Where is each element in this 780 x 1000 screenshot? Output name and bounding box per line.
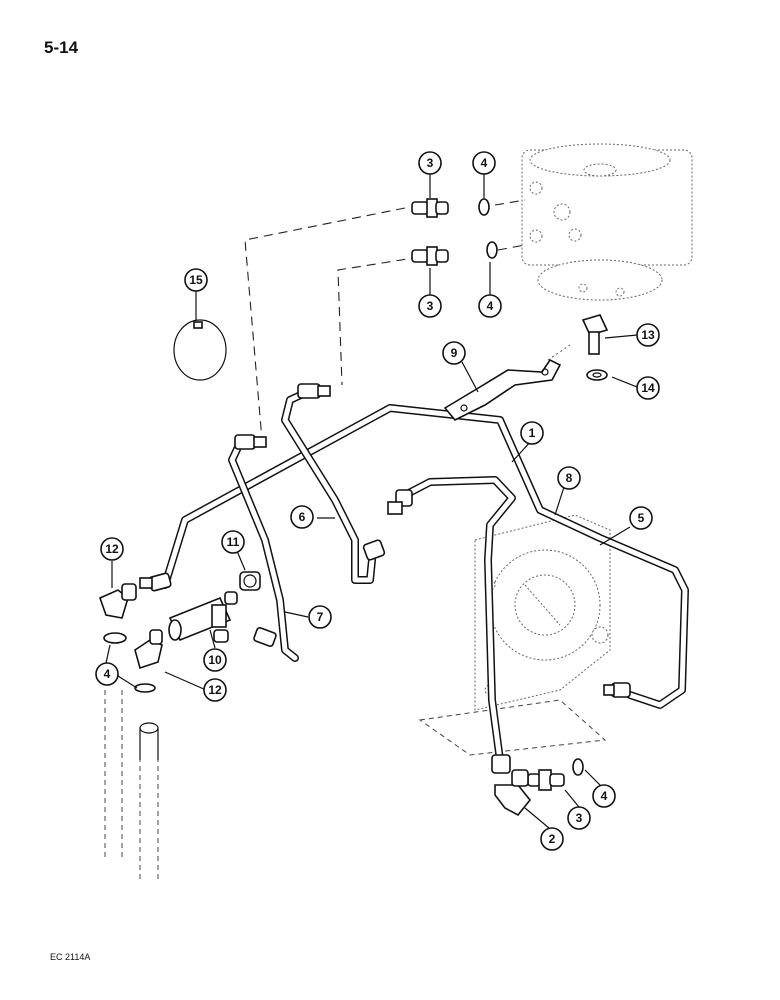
bolt-13 bbox=[581, 314, 609, 355]
callout-15-label: 15 bbox=[189, 273, 203, 287]
callout-5: 5 bbox=[629, 506, 653, 530]
callout-6: 6 bbox=[290, 505, 314, 529]
callout-9-label: 9 bbox=[451, 346, 458, 360]
callout-13-label: 13 bbox=[641, 328, 655, 342]
callout-1-label: 1 bbox=[529, 426, 536, 440]
callout-8: 8 bbox=[557, 466, 581, 490]
pipe-5 bbox=[161, 404, 689, 709]
callout-3-top: 3 bbox=[418, 151, 442, 175]
adapter-fittings bbox=[411, 198, 584, 791]
clamp-15 bbox=[173, 319, 227, 381]
tee-fitting-10 bbox=[168, 591, 238, 643]
callout-2-label: 2 bbox=[549, 832, 556, 846]
callout-4-bottom-label: 4 bbox=[601, 789, 608, 803]
callout-3-bottom: 3 bbox=[567, 806, 591, 830]
callout-7-label: 7 bbox=[317, 610, 324, 624]
callout-12-upper-label: 12 bbox=[105, 542, 119, 556]
callout-11: 11 bbox=[221, 530, 245, 554]
washer-14 bbox=[586, 369, 608, 381]
callout-4-top-label: 4 bbox=[481, 156, 488, 170]
callout-3-middle-label: 3 bbox=[427, 299, 434, 313]
callout-15: 15 bbox=[184, 268, 208, 292]
pipe-1 bbox=[401, 476, 516, 764]
callout-4-middle: 4 bbox=[478, 294, 502, 318]
figure-code: EC 2114A bbox=[50, 952, 91, 962]
elbow-2 bbox=[494, 769, 532, 817]
callout-3-top-label: 3 bbox=[427, 156, 434, 170]
hose-section bbox=[139, 722, 159, 880]
callout-12-upper: 12 bbox=[100, 537, 124, 561]
callout-14-label: 14 bbox=[641, 381, 655, 395]
pipe-6 bbox=[281, 389, 376, 584]
cap-11 bbox=[239, 571, 261, 591]
callout-3-bottom-label: 3 bbox=[576, 811, 583, 825]
callout-1: 1 bbox=[520, 421, 544, 445]
callout-4-top: 4 bbox=[472, 151, 496, 175]
pipe-7 bbox=[228, 439, 299, 662]
callout-12-lower-label: 12 bbox=[208, 683, 222, 697]
bracket-9 bbox=[443, 358, 562, 421]
callout-10-label: 10 bbox=[208, 653, 222, 667]
callout-9: 9 bbox=[442, 341, 466, 365]
callout-7: 7 bbox=[308, 605, 332, 629]
callout-3-middle: 3 bbox=[418, 294, 442, 318]
callout-4-bottom: 4 bbox=[592, 784, 616, 808]
steering-control-unit bbox=[521, 143, 693, 301]
callout-4-left: 4 bbox=[95, 662, 119, 686]
hydraulic-pump bbox=[418, 514, 611, 756]
callout-8-label: 8 bbox=[566, 471, 573, 485]
callout-13: 13 bbox=[636, 323, 660, 347]
callout-5-label: 5 bbox=[638, 511, 645, 525]
pipe-fittings bbox=[139, 383, 631, 774]
leader-lines bbox=[105, 174, 638, 829]
alignment-lines bbox=[104, 199, 571, 860]
callout-10: 10 bbox=[203, 648, 227, 672]
callout-6-label: 6 bbox=[299, 510, 306, 524]
callout-4-middle-label: 4 bbox=[487, 299, 494, 313]
callout-2: 2 bbox=[540, 827, 564, 851]
elbow-12-upper bbox=[98, 583, 137, 644]
page-number: 5-14 bbox=[44, 38, 79, 57]
callout-11-label: 11 bbox=[227, 535, 240, 549]
elbow-12-lower bbox=[134, 629, 163, 693]
callout-14: 14 bbox=[636, 376, 660, 400]
callout-4-left-label: 4 bbox=[104, 667, 111, 681]
callout-12-lower: 12 bbox=[203, 678, 227, 702]
